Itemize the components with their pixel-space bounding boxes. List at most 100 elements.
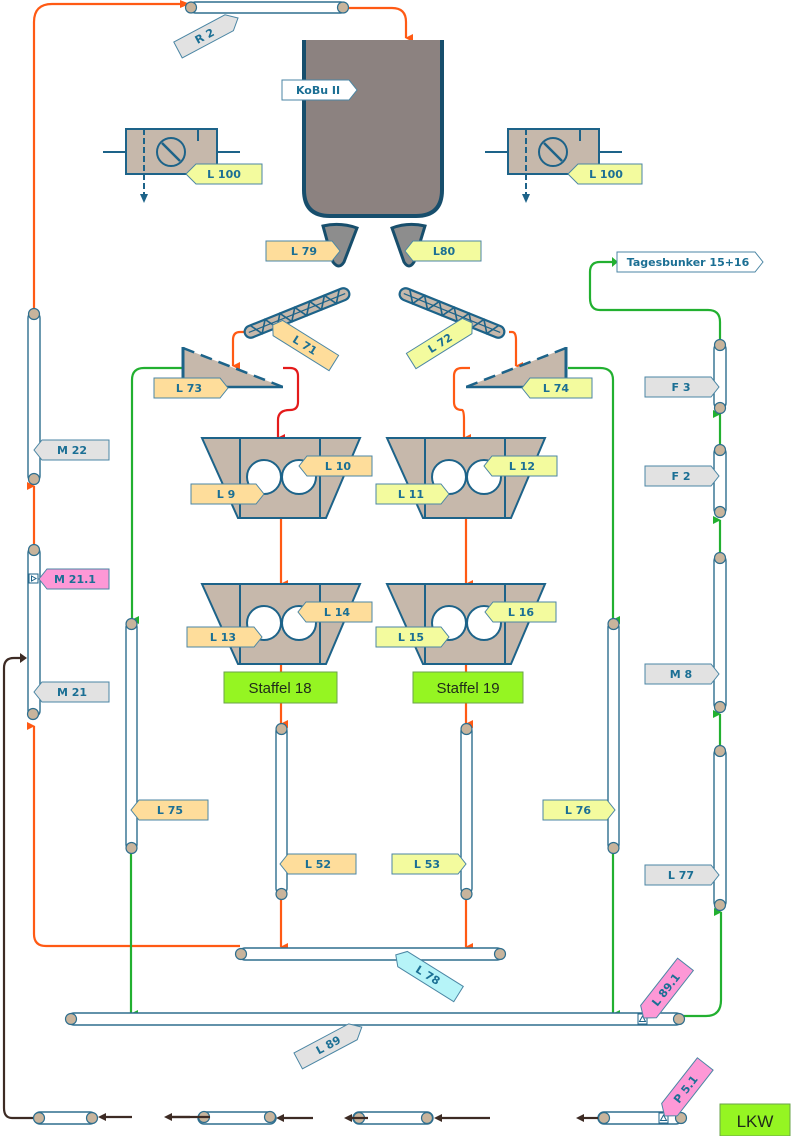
tag-l13[interactable]: L 13 xyxy=(186,626,263,648)
screw-conveyor-l71[interactable] xyxy=(243,286,351,339)
staffel-18-label: Staffel 18 xyxy=(248,680,311,697)
conveyor-m8[interactable] xyxy=(713,551,727,714)
destination-tagesbunker-label: Tagesbunker 15+16 xyxy=(627,256,750,269)
tag-l80[interactable]: L80 xyxy=(404,240,482,262)
tag-l11-label: L 11 xyxy=(398,488,424,501)
truck-lkw-box[interactable]: LKW xyxy=(719,1103,791,1136)
conveyor-l52[interactable] xyxy=(275,722,288,901)
conveyor-l76[interactable] xyxy=(607,617,620,855)
crusher-l11-l12[interactable] xyxy=(385,437,547,519)
tag-p5-1[interactable]: P 5.1 xyxy=(657,1057,714,1122)
tag-l100-left[interactable]: L 100 xyxy=(185,163,263,185)
tag-l12-label: L 12 xyxy=(509,460,535,473)
staffel-19-box[interactable]: Staffel 19 xyxy=(412,671,524,704)
arrow-head xyxy=(612,257,618,267)
flow-l73-to-l9 xyxy=(276,366,300,442)
conveyor-f2[interactable] xyxy=(713,443,727,519)
flow-f3-to-tagesbunker xyxy=(588,260,722,342)
tag-m21-1[interactable]: M 21.1 xyxy=(38,568,110,590)
truck-lkw-label: LKW xyxy=(737,1112,774,1131)
tag-m8-label: M 8 xyxy=(670,668,692,681)
tag-kobu-ii-label: KoBu II xyxy=(296,84,340,97)
tag-l10-label: L 10 xyxy=(325,460,351,473)
conveyor-m22[interactable] xyxy=(27,307,41,486)
tag-l76[interactable]: L 76 xyxy=(542,799,616,821)
tag-f3-label: F 3 xyxy=(672,381,691,394)
tag-l10[interactable]: L 10 xyxy=(298,455,373,477)
flow-l89-to-l77 xyxy=(680,908,723,1018)
flow-truck-to-m21 xyxy=(2,656,34,1120)
flow-l72-to-l74 xyxy=(509,330,523,370)
tag-l79[interactable]: L 79 xyxy=(265,240,341,262)
tag-l77[interactable]: L 77 xyxy=(644,864,720,886)
arrow-head xyxy=(20,653,27,663)
tag-l14[interactable]: L 14 xyxy=(297,601,373,623)
tag-l16-label: L 16 xyxy=(508,606,534,619)
tag-l74-label: L 74 xyxy=(543,382,569,395)
tag-l15[interactable]: L 15 xyxy=(375,626,450,648)
dust-collector-left[interactable] xyxy=(103,128,240,203)
crusher-l15-l16[interactable] xyxy=(385,583,547,665)
tag-f2[interactable]: F 2 xyxy=(644,465,720,487)
tag-l79-label: L 79 xyxy=(291,245,317,258)
tag-m21-1-label: M 21.1 xyxy=(54,573,96,586)
tag-f2-label: F 2 xyxy=(672,470,691,483)
conveyor-l75[interactable] xyxy=(125,617,138,855)
tag-l15-label: L 15 xyxy=(398,631,424,644)
screw-conveyor-l72[interactable] xyxy=(398,286,506,339)
tag-l13-label: L 13 xyxy=(210,631,236,644)
tag-l77-label: L 77 xyxy=(668,869,694,882)
tag-m22[interactable]: M 22 xyxy=(33,439,110,461)
dust-collector-right[interactable] xyxy=(485,128,622,203)
tag-l73[interactable]: L 73 xyxy=(153,377,229,399)
tag-l75[interactable]: L 75 xyxy=(130,799,209,821)
tag-l12[interactable]: L 12 xyxy=(483,455,558,477)
conveyor-f3[interactable] xyxy=(713,338,727,415)
tag-l100-right[interactable]: L 100 xyxy=(567,163,643,185)
tag-l11[interactable]: L 11 xyxy=(375,483,450,505)
flow-l74-to-l11 xyxy=(452,366,471,442)
conveyor-m21[interactable] xyxy=(26,543,41,721)
feed-conveyor-1[interactable] xyxy=(32,1111,99,1125)
tag-l78[interactable]: L 78 xyxy=(391,947,464,1003)
tag-l53[interactable]: L 53 xyxy=(391,853,467,875)
conveyor-l89[interactable] xyxy=(64,1012,686,1026)
tag-l9[interactable]: L 9 xyxy=(190,483,265,505)
tag-l80-label: L80 xyxy=(433,245,456,258)
staffel-18-box[interactable]: Staffel 18 xyxy=(223,671,338,704)
conveyor-l77[interactable] xyxy=(713,744,727,912)
tag-l71[interactable]: L 71 xyxy=(268,317,340,372)
flow-r2-to-bunker xyxy=(346,6,413,42)
tag-l9-label: L 9 xyxy=(217,488,236,501)
tag-l52[interactable]: L 52 xyxy=(279,853,357,875)
flow-l71-to-l73 xyxy=(231,330,248,370)
tag-r2[interactable]: R 2 xyxy=(173,10,242,59)
tag-l75-label: L 75 xyxy=(157,804,183,817)
conveyor-l78[interactable] xyxy=(234,947,507,961)
tag-l72[interactable]: L 72 xyxy=(405,315,477,370)
destination-tagesbunker[interactable]: Tagesbunker 15+16 xyxy=(616,251,764,273)
crusher-l13-l14[interactable] xyxy=(200,583,362,665)
tag-m8[interactable]: M 8 xyxy=(644,663,720,685)
tag-l100-left-label: L 100 xyxy=(207,168,241,181)
tag-l14-label: L 14 xyxy=(324,606,350,619)
conveyor-l53[interactable] xyxy=(460,722,473,901)
tag-m21[interactable]: M 21 xyxy=(33,681,110,703)
tag-m22-label: M 22 xyxy=(57,444,87,457)
tag-m21-label: M 21 xyxy=(57,686,87,699)
tag-l53-label: L 53 xyxy=(414,858,440,871)
flow-l73-to-l75 xyxy=(130,366,183,624)
tag-l89[interactable]: L 89 xyxy=(293,1019,366,1070)
tag-f3[interactable]: F 3 xyxy=(644,376,720,398)
conveyor-r2[interactable] xyxy=(184,1,350,14)
feed-arrows xyxy=(98,1113,598,1122)
crusher-l9-l10[interactable] xyxy=(200,437,362,519)
gate-l80[interactable] xyxy=(390,222,427,268)
tag-l74[interactable]: L 74 xyxy=(521,377,593,399)
tag-l16[interactable]: L 16 xyxy=(484,601,557,623)
scale-icon-m21-1 xyxy=(28,573,39,584)
staffel-19-label: Staffel 19 xyxy=(436,680,499,697)
bunker-kobu-ii[interactable] xyxy=(302,40,444,218)
tag-l73-label: L 73 xyxy=(176,382,202,395)
